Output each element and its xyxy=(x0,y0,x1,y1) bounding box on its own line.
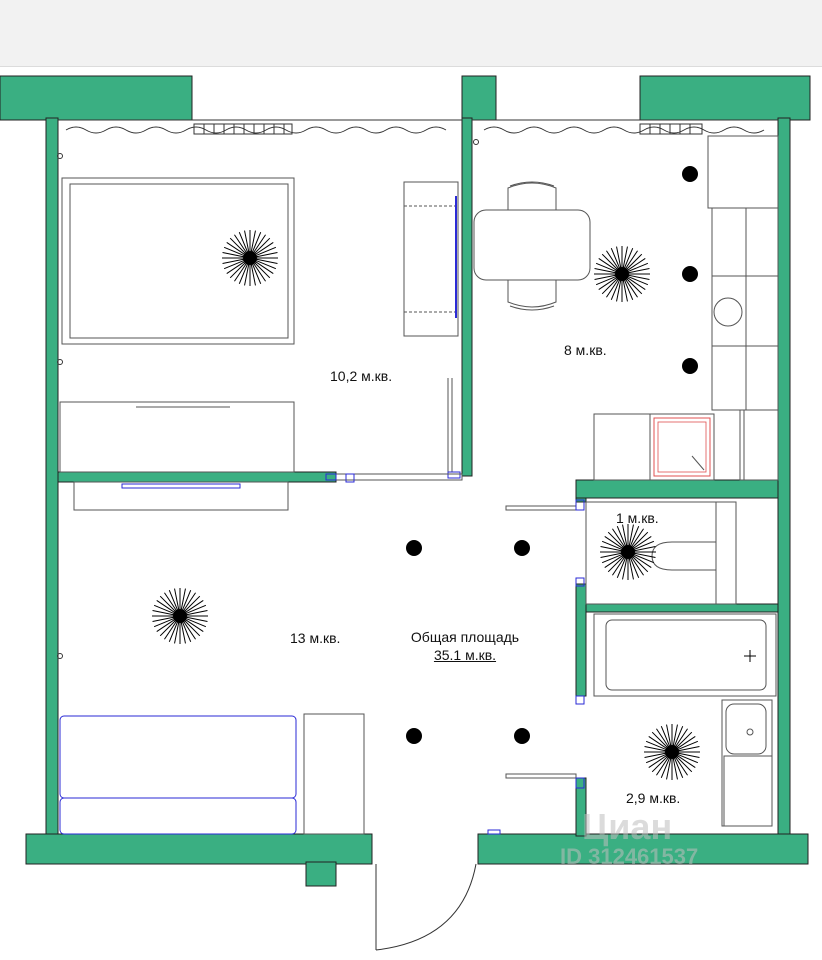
sunburst-light-icon xyxy=(600,524,656,580)
total-area: Общая площадь 35.1 м.кв. xyxy=(398,628,532,664)
shower-unit xyxy=(653,417,711,477)
entrance-door xyxy=(375,863,477,951)
kitchen-cabinets xyxy=(593,135,779,481)
ceiling-light-icon xyxy=(152,230,700,780)
sofa xyxy=(59,715,297,835)
bedroom-door xyxy=(447,378,461,479)
living-area-label: 13 м.кв. xyxy=(290,630,341,646)
tv-stand xyxy=(73,481,289,511)
dresser xyxy=(59,401,295,473)
bed xyxy=(61,177,295,345)
total-area-label: Общая площадь xyxy=(410,629,520,645)
bedroom-area-label: 10,2 м.кв. xyxy=(330,368,393,384)
bathtub xyxy=(593,613,777,697)
wc-area-label: 1 м.кв. xyxy=(616,510,659,526)
wardrobe xyxy=(403,181,459,337)
spot-light-icon xyxy=(406,166,698,744)
sunburst-light-icon xyxy=(222,230,278,286)
walls xyxy=(0,75,811,887)
bath-door xyxy=(505,695,585,789)
top-bar xyxy=(0,0,822,67)
bath-area-label: 2,9 м.кв. xyxy=(626,790,681,806)
wc-room xyxy=(585,501,737,605)
watermark-id: ID 312461537 xyxy=(560,844,699,869)
wc-door xyxy=(505,499,585,587)
socket-icon xyxy=(57,139,479,659)
window-icon xyxy=(65,123,765,135)
watermark-brand: Циан xyxy=(582,806,673,847)
bedroom-passage-door xyxy=(325,473,463,483)
sunburst-light-icon xyxy=(152,588,208,644)
sunburst-light-icon xyxy=(644,724,700,780)
dining-table xyxy=(473,181,591,311)
kitchen-area-label: 8 м.кв. xyxy=(564,342,607,358)
sink xyxy=(721,699,773,827)
sunburst-light-icon xyxy=(594,246,650,302)
total-area-value: 35.1 м.кв. xyxy=(433,647,497,663)
side-cabinet xyxy=(303,713,365,835)
